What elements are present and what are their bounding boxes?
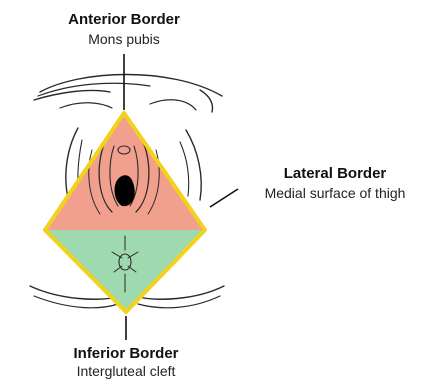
lateral-border-title: Lateral Border — [284, 165, 387, 182]
anterior-border-subtitle: Mons pubis — [88, 31, 160, 47]
lateral-leader-line — [210, 189, 238, 207]
lateral-border-subtitle: Medial surface of thigh — [265, 185, 406, 201]
anterior-border-title: Anterior Border — [68, 11, 180, 28]
inferior-border-title: Inferior Border — [73, 345, 178, 362]
inferior-border-subtitle: Intergluteal cleft — [77, 363, 176, 379]
urogenital-triangle — [45, 113, 205, 230]
